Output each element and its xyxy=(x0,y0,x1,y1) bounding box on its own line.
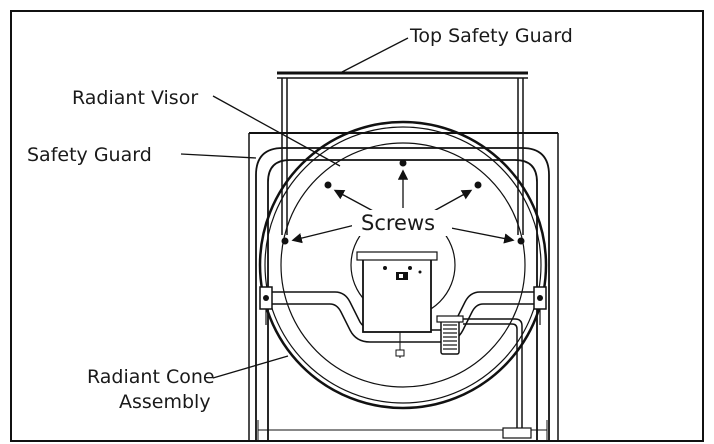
label-radiant-cone-line2: Assembly xyxy=(119,391,211,413)
label-top-safety-guard: Top Safety Guard xyxy=(409,25,573,47)
side-brackets xyxy=(259,286,547,325)
label-radiant-cone-line1: Radiant Cone xyxy=(87,366,215,388)
screws xyxy=(281,159,525,245)
top-safety-guard xyxy=(277,71,528,235)
label-safety-guard: Safety Guard xyxy=(27,144,152,166)
label-screws: Screws xyxy=(361,211,435,235)
leader-radiant-cone xyxy=(212,355,289,379)
screw-arrows xyxy=(291,169,515,244)
leader-safety-guard xyxy=(180,153,257,159)
leader-radiant-visor xyxy=(212,95,341,167)
leader-top-safety-guard xyxy=(341,37,409,73)
heater-housing xyxy=(240,132,563,442)
fuel-filter xyxy=(436,315,532,439)
label-radiant-visor: Radiant Visor xyxy=(72,87,198,109)
leader-lines xyxy=(180,37,409,379)
control-box xyxy=(356,251,438,358)
